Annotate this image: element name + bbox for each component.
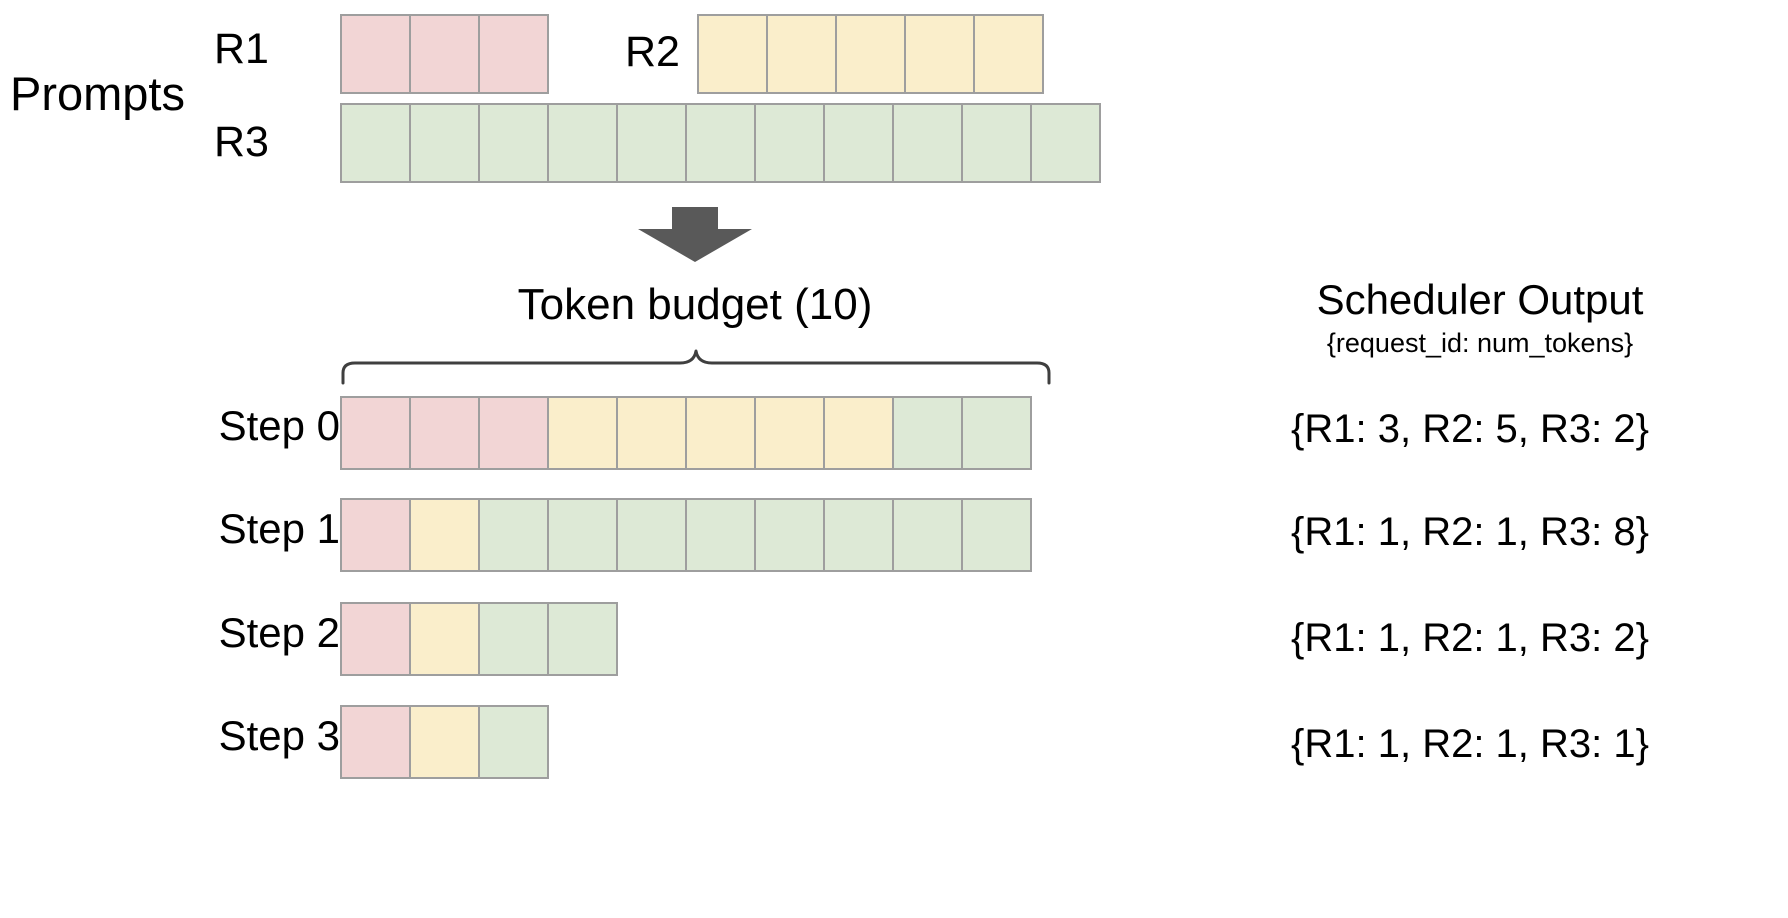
step-0-token-cell <box>478 396 549 470</box>
step-1-token-cell <box>478 498 549 572</box>
step-1-token-cell <box>754 498 825 572</box>
prompt-row-r1 <box>340 14 549 94</box>
step-0-token-cell <box>409 396 480 470</box>
step-1-token-cell <box>892 498 963 572</box>
prompt-r3-token-cell <box>823 103 894 183</box>
prompt-row-r2 <box>697 14 1044 94</box>
step-0-token-cell <box>616 396 687 470</box>
step-0-token-cell <box>892 396 963 470</box>
step-3-token-cell <box>409 705 480 779</box>
step-label-3: Step 3 <box>218 712 340 759</box>
step-1-token-cell <box>823 498 894 572</box>
prompt-r2-token-cell <box>904 14 975 94</box>
prompt-r2-token-cell <box>697 14 768 94</box>
prompt-r3-token-cell <box>616 103 687 183</box>
step-0-token-cell <box>754 396 825 470</box>
request-label-r1: R1 <box>214 25 269 73</box>
prompt-row-r3 <box>340 103 1101 183</box>
down-arrow-icon <box>636 207 754 262</box>
prompt-r3-token-cell <box>961 103 1032 183</box>
prompt-r1-token-cell <box>478 14 549 94</box>
prompt-r3-token-cell <box>1030 103 1101 183</box>
prompt-r2-token-cell <box>973 14 1044 94</box>
scheduler-output-row-3: {R1: 1, R2: 1, R3: 1} <box>1291 722 1649 766</box>
prompt-r3-token-cell <box>754 103 825 183</box>
scheduler-output-row-2: {R1: 1, R2: 1, R3: 2} <box>1291 616 1649 660</box>
step-0-token-cell <box>961 396 1032 470</box>
step-label-1: Step 1 <box>218 505 340 552</box>
step-0-token-cell <box>340 396 411 470</box>
step-0-token-cell <box>823 396 894 470</box>
step-1-token-cell <box>685 498 756 572</box>
step-label-0: Step 0 <box>218 402 340 449</box>
scheduler-output-title: Scheduler Output <box>1316 276 1644 323</box>
step-1-token-cell <box>547 498 618 572</box>
step-3-token-cell <box>340 705 411 779</box>
step-row-2 <box>340 602 618 676</box>
step-3-token-cell <box>478 705 549 779</box>
scheduler-output-row-0: {R1: 3, R2: 5, R3: 2} <box>1291 407 1649 451</box>
prompt-r3-token-cell <box>547 103 618 183</box>
token-budget-label: Token budget (10) <box>517 280 873 329</box>
step-label-2: Step 2 <box>218 609 340 656</box>
prompt-r3-token-cell <box>892 103 963 183</box>
prompt-r3-token-cell <box>478 103 549 183</box>
prompt-r2-token-cell <box>835 14 906 94</box>
step-2-token-cell <box>547 602 618 676</box>
token-budget-brace <box>340 345 1052 385</box>
step-1-token-cell <box>340 498 411 572</box>
step-row-1 <box>340 498 1032 572</box>
step-row-0 <box>340 396 1032 470</box>
step-0-token-cell <box>685 396 756 470</box>
step-0-token-cell <box>547 396 618 470</box>
prompt-r3-token-cell <box>685 103 756 183</box>
prompt-r1-token-cell <box>340 14 411 94</box>
step-1-token-cell <box>961 498 1032 572</box>
step-row-3 <box>340 705 549 779</box>
prompt-r2-token-cell <box>766 14 837 94</box>
step-1-token-cell <box>409 498 480 572</box>
step-2-token-cell <box>478 602 549 676</box>
prompts-label: Prompts <box>10 67 185 120</box>
step-2-token-cell <box>409 602 480 676</box>
step-2-token-cell <box>340 602 411 676</box>
request-label-r3: R3 <box>214 118 269 166</box>
scheduler-output-row-1: {R1: 1, R2: 1, R3: 8} <box>1291 510 1649 554</box>
step-1-token-cell <box>616 498 687 572</box>
scheduler-output-subtitle: {request_id: num_tokens} <box>1326 328 1634 358</box>
request-label-r2: R2 <box>625 28 680 76</box>
prompt-r3-token-cell <box>409 103 480 183</box>
prompt-r3-token-cell <box>340 103 411 183</box>
prompt-r1-token-cell <box>409 14 480 94</box>
